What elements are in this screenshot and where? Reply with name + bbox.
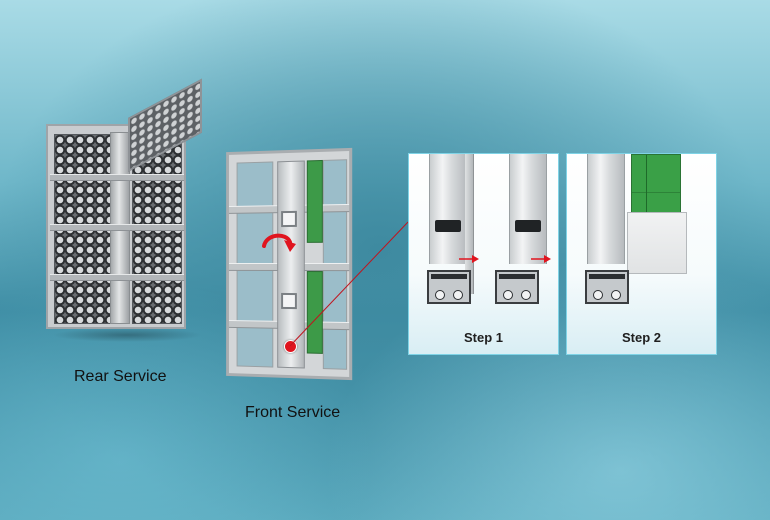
step1-module-base <box>427 270 471 304</box>
step-2-label: Step 2 <box>621 330 661 345</box>
step2-pcb-board <box>631 154 681 214</box>
rear-service-caption: Rear Service <box>74 368 167 385</box>
front-pcb-board <box>306 159 323 243</box>
front-power-module <box>277 160 305 369</box>
step1-clip <box>435 220 461 232</box>
rotate-arrow-icon <box>262 233 296 252</box>
step-1-panel: Step 1 <box>408 153 559 355</box>
right-arrow-icon <box>459 255 479 263</box>
right-arrow-icon <box>531 255 551 263</box>
front-latch <box>281 210 297 228</box>
front-service-cabinet-illustration <box>220 140 365 385</box>
step-1-label: Step 1 <box>463 330 503 345</box>
step2-module-base <box>585 270 629 304</box>
front-service-caption: Front Service <box>245 404 341 421</box>
rear-cabinet-shadow <box>52 328 202 342</box>
rear-rail <box>50 274 184 281</box>
rear-cabinet-frame <box>46 124 186 329</box>
step1-column-after <box>509 154 547 264</box>
front-latch <box>281 292 297 310</box>
step2-module-tray <box>627 212 687 274</box>
rear-rail <box>50 224 184 231</box>
step1-module-base <box>495 270 539 304</box>
step1-clip <box>515 220 541 232</box>
step1-column-before <box>429 154 467 264</box>
front-pcb-board <box>306 271 323 354</box>
step2-column <box>587 154 625 264</box>
step1-side-rail <box>465 154 474 294</box>
step-2-panel: Step 2 <box>566 153 717 355</box>
rear-service-cabinet-illustration <box>42 78 202 342</box>
rear-rail <box>50 174 184 181</box>
red-dot-marker-icon <box>284 340 297 353</box>
